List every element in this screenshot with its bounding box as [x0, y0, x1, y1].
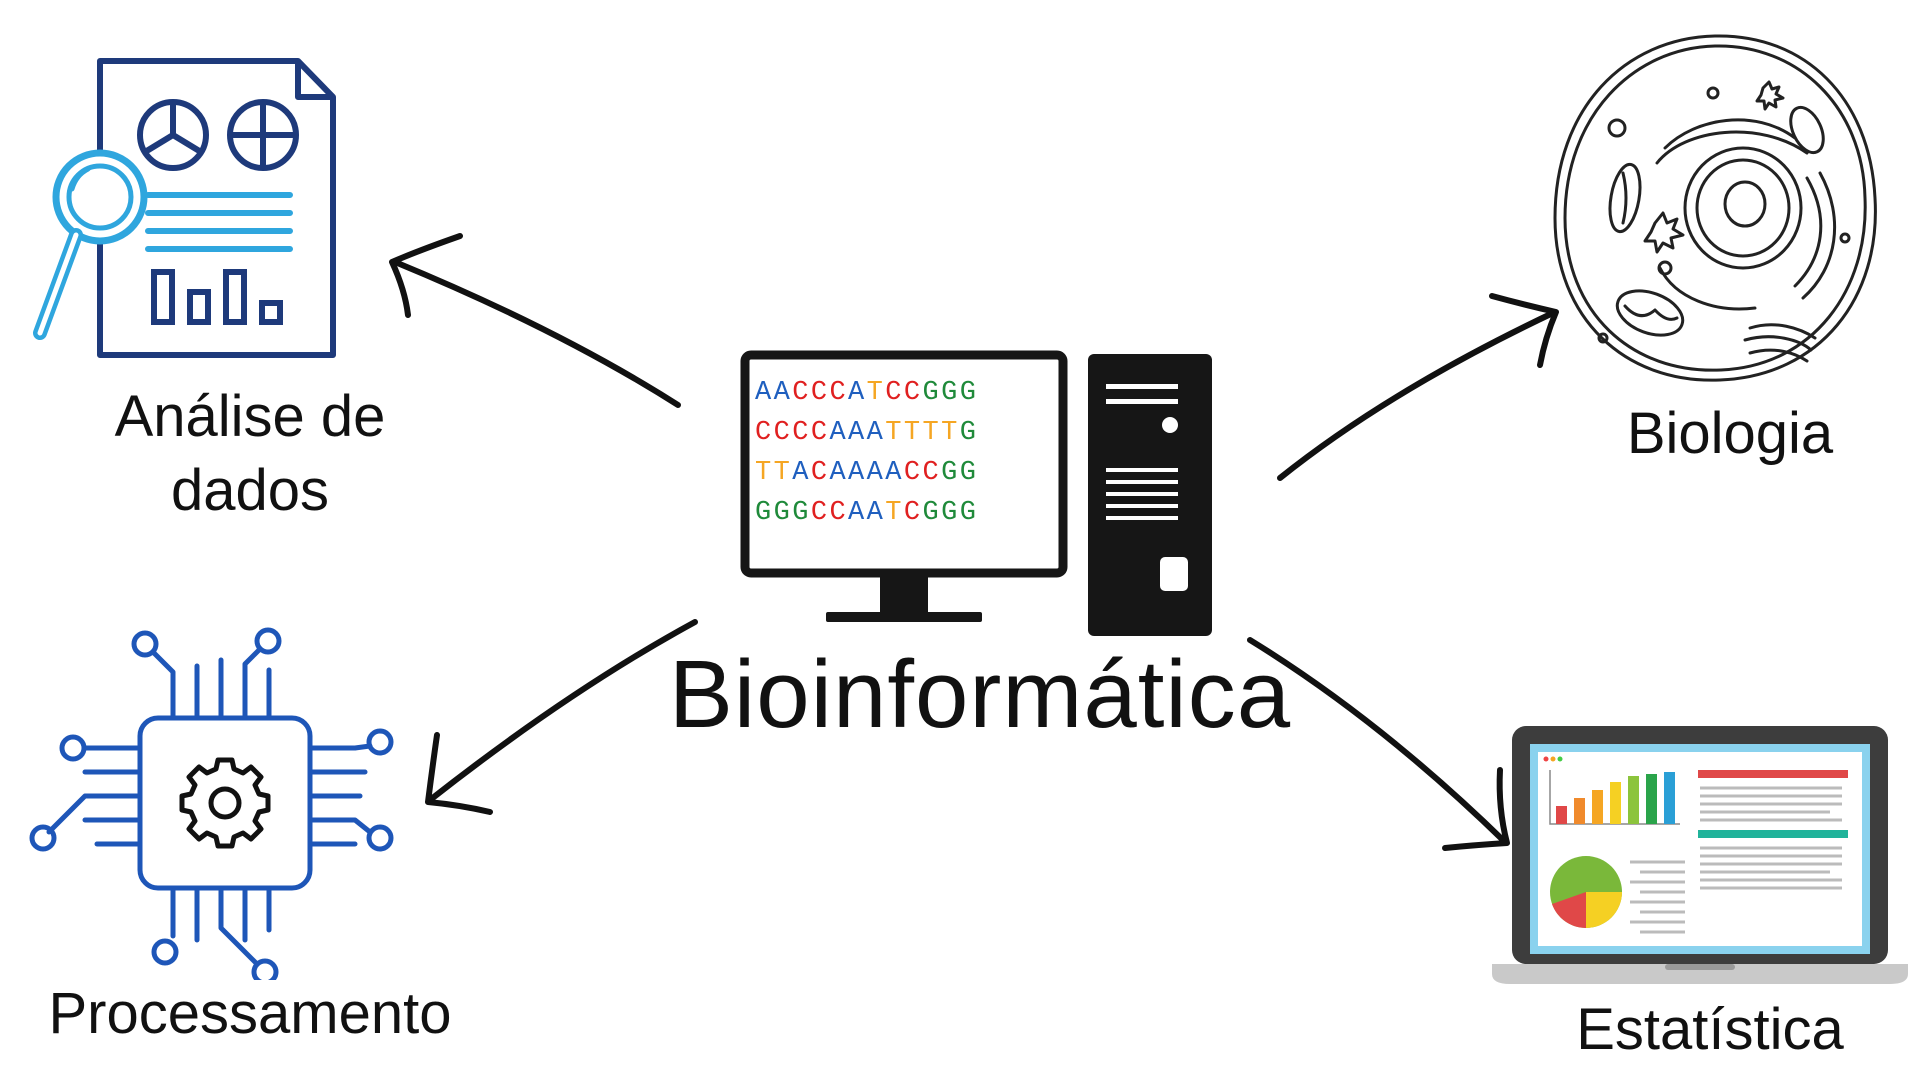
dna-sequence-panel: AACCCATCCGGG CCCCAAATTTTG TTACAAAACCGG G…: [755, 378, 1055, 538]
gear-icon: [179, 757, 271, 849]
arrow-to-processamento: [425, 619, 698, 815]
monitor-base: [826, 612, 982, 622]
arrow-to-estatistica: [1247, 637, 1510, 851]
analise-label: Análise de dados: [60, 380, 440, 528]
monitor-stand: [880, 573, 928, 615]
data-analysis-report-icon: [33, 58, 336, 358]
processamento-label: Processamento: [48, 981, 452, 1046]
analise-label-line1: Análise de: [114, 384, 386, 449]
dna-row: GGGCCAATCGGG: [755, 498, 979, 528]
arrow-to-biologia: [1277, 293, 1559, 481]
center-title: Bioinformática: [668, 641, 1292, 748]
animal-cell-icon: [1553, 34, 1877, 382]
arrow-to-analise: [389, 233, 681, 408]
processor-chip-icon: [29, 627, 394, 980]
dna-row: CCCCAAATTTTG: [755, 418, 979, 448]
computer-icon: [740, 350, 1212, 636]
biologia-label: Biologia: [1626, 401, 1834, 466]
estatistica-label: Estatística: [1576, 997, 1844, 1062]
dna-row: AACCCATCCGGG: [755, 378, 979, 408]
statistics-laptop-icon: [1492, 726, 1908, 984]
analise-label-line2: dados: [170, 458, 330, 523]
dna-row: TTACAAAACCGG: [755, 458, 979, 488]
